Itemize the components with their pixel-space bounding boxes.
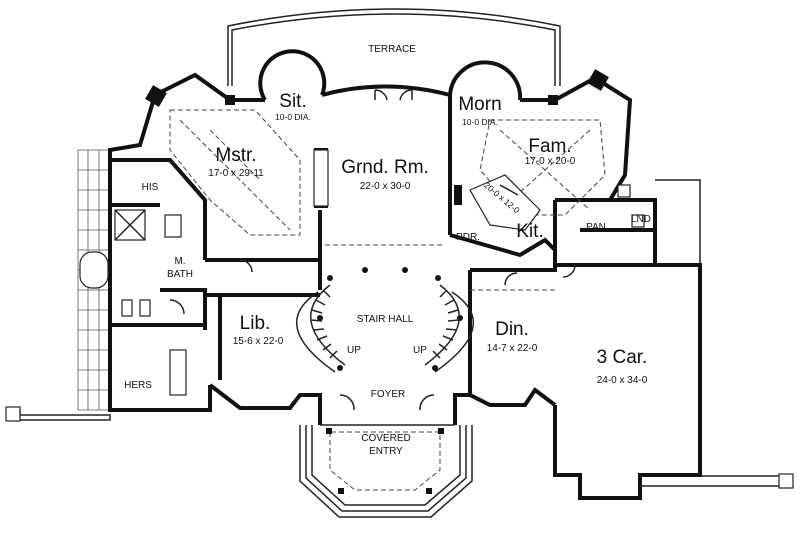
right-garden-wall bbox=[640, 179, 794, 489]
foyer-label: FOYER bbox=[371, 389, 405, 400]
his-closet-label: HIS bbox=[142, 182, 159, 193]
kitchen-label: Kit. bbox=[516, 221, 543, 242]
dining-room-label: Din. bbox=[495, 319, 529, 340]
master-bath-label-line2: BATH bbox=[167, 269, 193, 280]
dining-room-dims: 14-7 x 22-0 bbox=[487, 343, 538, 354]
stair-up-right-label: UP bbox=[413, 345, 427, 356]
morning-room-dims: 10-0 DIA. bbox=[462, 117, 498, 127]
master-bedroom-label: Mstr. bbox=[215, 145, 256, 166]
powder-room-label: PDR. bbox=[456, 232, 480, 243]
library-dims: 15-6 x 22-0 bbox=[233, 336, 284, 347]
great-room-dims: 22-0 x 30-0 bbox=[360, 181, 411, 192]
sitting-room-outline bbox=[258, 49, 327, 102]
master-bath-label-line1: M. bbox=[174, 256, 185, 267]
stair-hall-label: STAIR HALL bbox=[357, 314, 414, 325]
sitting-room-dims: 10-0 DIA. bbox=[275, 112, 311, 122]
ceiling-lines bbox=[169, 109, 606, 291]
interior-walls bbox=[110, 95, 655, 395]
terrace-outline bbox=[227, 8, 561, 86]
pantry-label: PAN bbox=[586, 222, 606, 233]
covered-entry-steps bbox=[299, 424, 473, 518]
covered-entry-label-line1: COVERED bbox=[361, 433, 410, 444]
morning-room-outline bbox=[448, 60, 523, 101]
sitting-room-label: Sit. bbox=[279, 91, 306, 112]
stair-hall-columns bbox=[317, 267, 463, 371]
master-bedroom-dims: 17-0 x 29-11 bbox=[208, 168, 264, 179]
master-bath-fixtures bbox=[79, 209, 182, 317]
great-room-fireplace bbox=[313, 149, 329, 207]
morning-room-label: Morn bbox=[458, 94, 501, 115]
right-curved-stair bbox=[424, 284, 475, 373]
family-room-dims: 17-0 x 20-0 bbox=[525, 156, 576, 167]
laundry-label: LND bbox=[631, 214, 651, 225]
great-room-label: Grnd. Rm. bbox=[341, 157, 429, 178]
hers-closet-island bbox=[169, 349, 187, 396]
covered-entry-label-line2: ENTRY bbox=[369, 446, 403, 457]
laundry-fixtures bbox=[617, 184, 645, 228]
left-garden-wall bbox=[5, 406, 111, 422]
family-room-label: Fam. bbox=[528, 136, 571, 157]
library-label: Lib. bbox=[240, 313, 271, 334]
hers-closet-label: HERS bbox=[124, 380, 152, 391]
garage-label: 3 Car. bbox=[597, 347, 648, 368]
left-curved-stair bbox=[295, 284, 346, 373]
doors bbox=[169, 89, 576, 411]
stair-up-left-label: UP bbox=[347, 345, 361, 356]
garage-dims: 24-0 x 34-0 bbox=[597, 375, 648, 386]
terrace-label: TERRACE bbox=[368, 44, 416, 55]
exterior-walls bbox=[108, 72, 702, 500]
kitchen-island bbox=[469, 174, 541, 231]
